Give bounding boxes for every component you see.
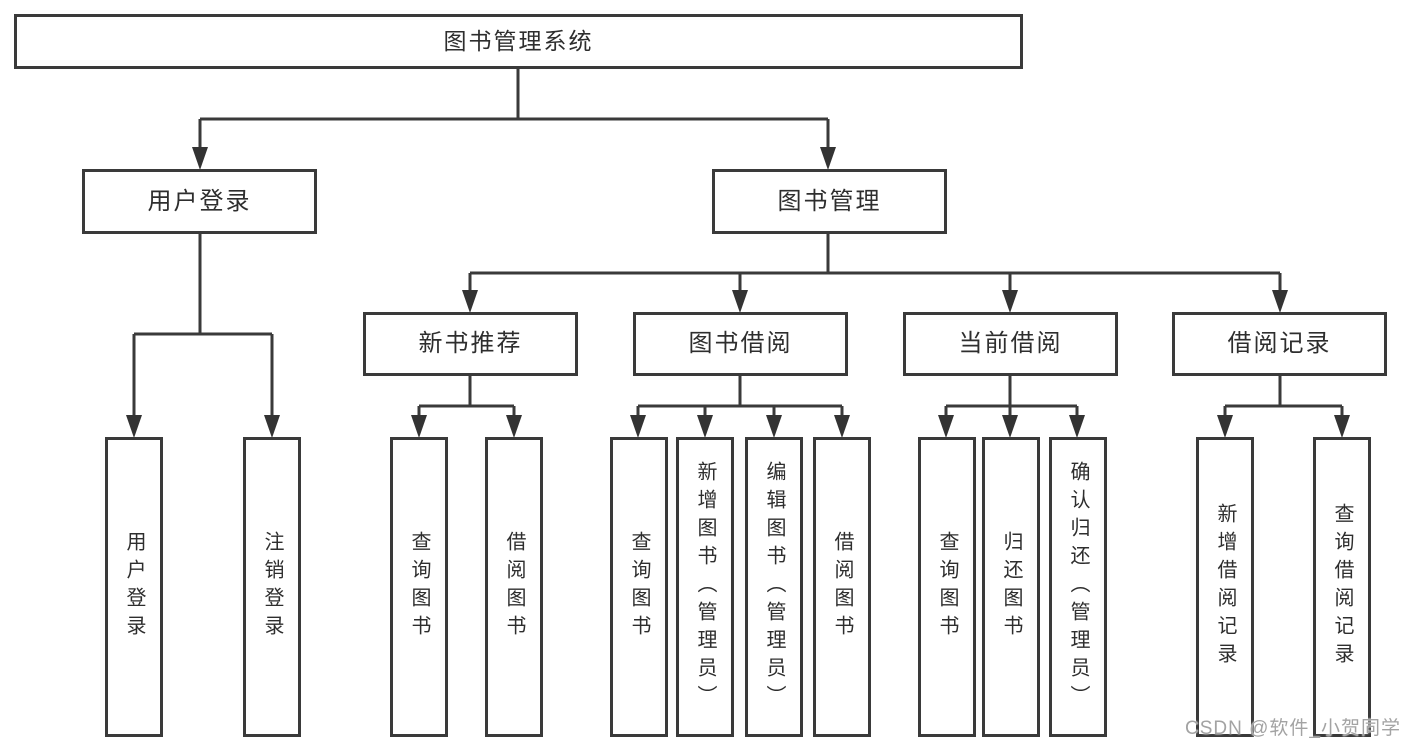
arrow-down-icon bbox=[630, 415, 646, 438]
node-book-borrow: 图书借阅 bbox=[633, 312, 848, 376]
arrow-down-icon bbox=[506, 415, 522, 438]
leaf-user-login-label: 用户登录 bbox=[123, 531, 145, 643]
arrow-down-icon bbox=[192, 147, 208, 170]
leaf-add-book-admin-label: 新增图书（管理员） bbox=[694, 461, 716, 713]
leaf-logout: 注销登录 bbox=[243, 437, 301, 737]
leaf-query-book-label: 查询图书 bbox=[628, 531, 650, 643]
arrow-down-icon bbox=[1069, 415, 1085, 438]
node-current-borrow: 当前借阅 bbox=[903, 312, 1118, 376]
arrow-down-icon bbox=[126, 415, 142, 438]
leaf-query-book-label: 查询图书 bbox=[408, 531, 430, 643]
leaf-return-book-label: 归还图书 bbox=[1000, 531, 1022, 643]
leaf-add-book-admin: 新增图书（管理员） bbox=[676, 437, 734, 737]
node-root: 图书管理系统 bbox=[14, 14, 1023, 69]
arrow-down-icon bbox=[1334, 415, 1350, 438]
leaf-edit-book-admin-label: 编辑图书（管理员） bbox=[763, 461, 785, 713]
arrow-down-icon bbox=[1272, 290, 1288, 313]
leaf-logout-label: 注销登录 bbox=[261, 531, 283, 643]
leaf-user-login: 用户登录 bbox=[105, 437, 163, 737]
leaf-query-book-label: 查询图书 bbox=[936, 531, 958, 643]
arrow-down-icon bbox=[1002, 415, 1018, 438]
leaf-add-borrow-record-label: 新增借阅记录 bbox=[1214, 503, 1236, 671]
leaf-borrow-book: 借阅图书 bbox=[813, 437, 871, 737]
leaf-query-book: 查询图书 bbox=[390, 437, 448, 737]
arrow-down-icon bbox=[938, 415, 954, 438]
leaf-confirm-return-admin-label: 确认归还（管理员） bbox=[1067, 461, 1089, 713]
connector-path bbox=[132, 69, 1344, 418]
arrow-down-icon bbox=[834, 415, 850, 438]
node-new-book-recommend-label: 新书推荐 bbox=[418, 330, 523, 357]
node-current-borrow-label: 当前借阅 bbox=[958, 330, 1063, 357]
node-book-management-label: 图书管理 bbox=[777, 187, 882, 215]
leaf-confirm-return-admin: 确认归还（管理员） bbox=[1049, 437, 1107, 737]
node-borrow-record-label: 借阅记录 bbox=[1227, 330, 1332, 357]
arrow-down-icon bbox=[766, 415, 782, 438]
arrow-down-icon bbox=[1217, 415, 1233, 438]
leaf-edit-book-admin: 编辑图书（管理员） bbox=[745, 437, 803, 737]
arrowheads bbox=[126, 147, 1350, 438]
arrow-down-icon bbox=[1002, 290, 1018, 313]
leaf-borrow-book: 借阅图书 bbox=[485, 437, 543, 737]
leaf-add-borrow-record: 新增借阅记录 bbox=[1196, 437, 1254, 737]
node-book-borrow-label: 图书借阅 bbox=[688, 330, 793, 357]
leaf-query-book: 查询图书 bbox=[918, 437, 976, 737]
arrow-down-icon bbox=[820, 147, 836, 170]
node-user-login-label: 用户登录 bbox=[147, 187, 252, 215]
node-borrow-record: 借阅记录 bbox=[1172, 312, 1387, 376]
arrow-down-icon bbox=[411, 415, 427, 438]
node-root-label: 图书管理系统 bbox=[443, 28, 594, 54]
node-book-management: 图书管理 bbox=[712, 169, 947, 234]
leaf-return-book: 归还图书 bbox=[982, 437, 1040, 737]
csdn-watermark: CSDN @软件_小贺同学 bbox=[1185, 718, 1401, 739]
arrow-down-icon bbox=[732, 290, 748, 313]
node-user-login: 用户登录 bbox=[82, 169, 317, 234]
leaf-borrow-book-label: 借阅图书 bbox=[831, 531, 853, 643]
leaf-query-book: 查询图书 bbox=[610, 437, 668, 737]
node-new-book-recommend: 新书推荐 bbox=[363, 312, 578, 376]
leaf-borrow-book-label: 借阅图书 bbox=[503, 531, 525, 643]
arrow-down-icon bbox=[697, 415, 713, 438]
leaf-query-borrow-record-label: 查询借阅记录 bbox=[1331, 503, 1353, 671]
arrow-down-icon bbox=[462, 290, 478, 313]
arrow-down-icon bbox=[264, 415, 280, 438]
leaf-query-borrow-record: 查询借阅记录 bbox=[1313, 437, 1371, 737]
